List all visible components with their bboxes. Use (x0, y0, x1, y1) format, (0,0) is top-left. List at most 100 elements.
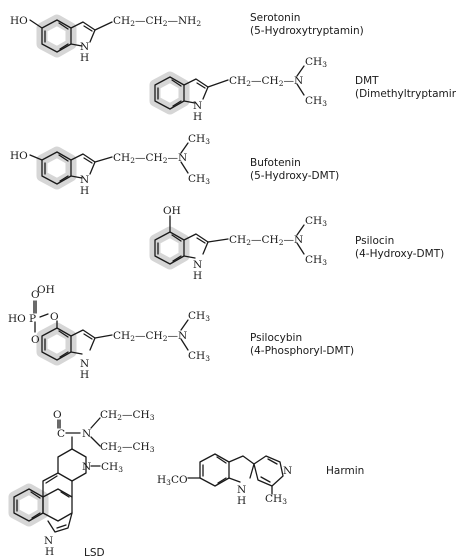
subscript: 2 (117, 445, 122, 454)
svg-text:CH3: CH3 (305, 95, 327, 108)
psilocybin-ch2a: CH (113, 330, 130, 342)
psilocybin-o-bridge: O (50, 311, 59, 323)
subscript: 3 (150, 413, 155, 422)
harmin-n: N (283, 465, 292, 477)
lsd-ch2b: CH (100, 441, 117, 453)
svg-text:CH3: CH3 (188, 173, 210, 186)
psilocin-oh-label: OH (163, 205, 181, 217)
bond-dash: — (122, 441, 133, 453)
lsd-pyrrole-ring (47, 512, 73, 533)
bond-dash: — (122, 409, 133, 421)
subscript: 3 (150, 445, 155, 454)
lsd-ch2a: CH (100, 409, 117, 421)
svg-text:CH2—CH2—NH2: CH2—CH2—NH2 (113, 15, 201, 28)
harmin-nh-n: N (237, 484, 246, 496)
subscript: 2 (279, 79, 284, 88)
lsd-nh-h: H (45, 546, 54, 558)
bufotenin-ch3a: CH (188, 133, 205, 145)
bond-dash: — (167, 152, 178, 164)
subscript: 2 (279, 238, 284, 247)
subscript: 3 (322, 219, 327, 228)
dmt-ch3a: CH (305, 56, 322, 68)
serotonin-ho-label: HO (10, 15, 28, 27)
bufotenin-ch3b: CH (188, 173, 205, 185)
bufotenin-nh-n: N (80, 174, 89, 186)
harmin-nh-h: H (237, 495, 246, 507)
lsd-c: C (57, 428, 65, 440)
harmin-benzene-ring (199, 453, 230, 487)
lsd-n-amide: N (82, 428, 91, 440)
subscript: 3 (322, 99, 327, 108)
serotonin-desc: (5-Hydroxytryptamin) (250, 25, 364, 37)
svg-text:CH3: CH3 (188, 310, 210, 323)
svg-text:CH3: CH3 (188, 133, 210, 146)
harmin-pyrrole-ring (228, 455, 255, 479)
subscript: 3 (205, 137, 210, 146)
dmt-desc: (Dimethyltryptamin) (355, 88, 456, 100)
dmt-nh-n: N (193, 100, 202, 112)
lsd-ch3a: CH (132, 409, 149, 421)
bond-dash: — (251, 234, 262, 246)
serotonin-nh2: NH (178, 15, 196, 27)
bufotenin-desc: (5-Hydroxy-DMT) (250, 170, 339, 182)
bufotenin-ho-label: HO (10, 150, 28, 162)
psilocin-name: Psilocin (355, 235, 394, 247)
bond-dash: — (167, 330, 178, 342)
dmt-name: DMT (355, 75, 379, 87)
bufotenin-name: Bufotenin (250, 157, 301, 169)
psilocybin-p: P (29, 313, 36, 325)
serotonin-pyrrole-ring (70, 21, 96, 43)
svg-text:CH2—CH2—N: CH2—CH2—N (229, 234, 303, 247)
subscript: 2 (163, 334, 168, 343)
psilocybin-o-top: O (31, 289, 40, 301)
svg-text:H3CO: H3CO (157, 474, 188, 487)
bond-dash: — (251, 75, 262, 87)
subscript: 3 (205, 314, 210, 323)
bufotenin-structure: HO CH2—CH2—N CH3 CH3 N H Bufotenin (5-Hy… (10, 133, 339, 197)
svg-text:CH3: CH3 (101, 461, 123, 474)
harmin-pyridine-ring (253, 455, 284, 487)
psilocybin-pyrrole-ring (70, 329, 96, 351)
serotonin-structure: HO CH2—CH2—NH2 N H Serotonin (5-Hydroxyt… (10, 12, 364, 64)
svg-text:CH3: CH3 (305, 56, 327, 69)
serotonin-ch2b: CH (145, 15, 162, 27)
subscript: 2 (196, 19, 201, 28)
bufotenin-pyrrole-ring (70, 153, 96, 175)
subscript: 3 (166, 478, 171, 487)
dmt-nh-h: H (193, 111, 202, 123)
svg-text:CH2—CH2—N: CH2—CH2—N (113, 152, 187, 165)
subscript: 3 (118, 465, 123, 474)
psilocybin-nh-h: H (80, 369, 89, 381)
psilocybin-ch2b: CH (145, 330, 162, 342)
lsd-ch3b: CH (132, 441, 149, 453)
dmt-ch2a: CH (229, 75, 246, 87)
dmt-ch3b: CH (305, 95, 322, 107)
psilocin-structure: OH CH2—CH2—N CH3 CH3 N H Psilocin (4-Hyd… (149, 205, 444, 282)
subscript: 2 (246, 238, 251, 247)
svg-text:CH3: CH3 (265, 493, 287, 506)
bufotenin-ch2a: CH (113, 152, 130, 164)
psilocybin-oh: OH (37, 284, 55, 296)
psilocybin-desc: (4-Phosphoryl-DMT) (250, 345, 354, 357)
subscript: 3 (205, 354, 210, 363)
subscript: 3 (282, 497, 287, 506)
psilocybin-ch3b: CH (188, 350, 205, 362)
harmin-ch3: CH (265, 493, 282, 505)
subscript: 2 (130, 334, 135, 343)
subscript: 3 (205, 177, 210, 186)
bond-dash: — (283, 234, 294, 246)
dmt-n: N (294, 75, 303, 87)
lsd-ring-c (42, 472, 73, 498)
lsd-nh-n: N (44, 535, 53, 547)
lsd-ring-d (57, 448, 87, 482)
bond-dash: — (167, 15, 178, 27)
psilocin-ch3b: CH (305, 254, 322, 266)
svg-text:CH3: CH3 (305, 215, 327, 228)
dmt-pyrrole-ring (183, 78, 209, 100)
bond-dash: — (135, 152, 146, 164)
serotonin-nh-n: N (80, 41, 89, 53)
svg-text:CH2—CH3: CH2—CH3 (100, 409, 155, 422)
psilocybin-ho: HO (8, 313, 26, 325)
bufotenin-n: N (178, 152, 187, 164)
psilocin-pyrrole-ring (183, 233, 209, 255)
